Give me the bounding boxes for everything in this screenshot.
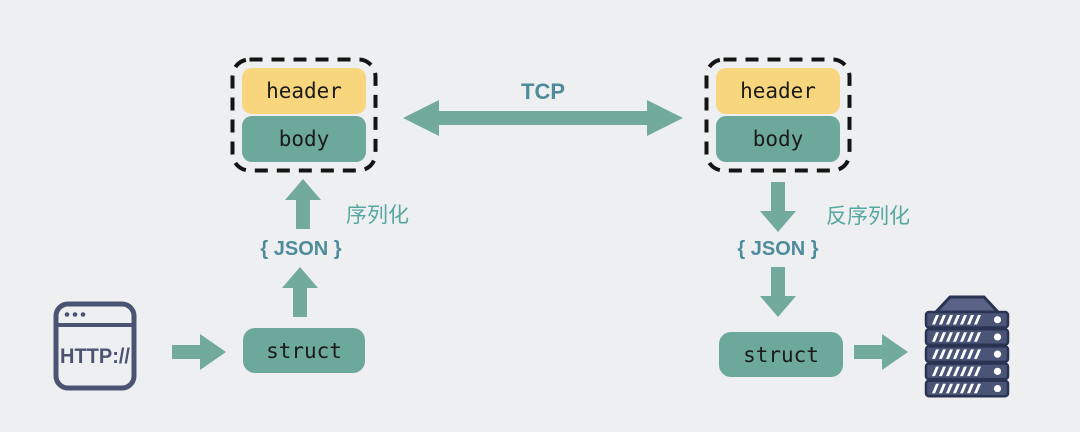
dashed-border	[704, 57, 852, 173]
tcp-double-arrow-icon	[403, 100, 683, 136]
left-packet-box: header body	[230, 57, 378, 173]
right-arrow-icon	[854, 334, 908, 370]
right-packet-box: header body	[704, 57, 852, 173]
packet-body-block: body	[716, 116, 840, 162]
packet-header-block: header	[242, 68, 366, 114]
packet-header-label: header	[266, 79, 342, 103]
server-rack-icon	[924, 295, 1010, 398]
packet-header-block: header	[716, 68, 840, 114]
packet-body-label: body	[752, 127, 804, 151]
packet-body-block: body	[242, 116, 366, 162]
up-arrow-icon	[282, 267, 318, 317]
down-arrow-icon	[760, 267, 796, 317]
tcp-label: TCP	[521, 79, 565, 104]
up-arrow-icon	[285, 179, 321, 229]
struct-label: struct	[743, 342, 819, 367]
http-label: HTTP://	[60, 345, 130, 368]
json-label-right: { JSON }	[737, 238, 819, 260]
struct-box-right: struct	[719, 332, 843, 377]
http-browser-icon: HTTP://	[53, 301, 137, 391]
json-label-left: { JSON }	[260, 238, 342, 260]
packet-body-label: body	[278, 127, 330, 151]
packet-header-label: header	[740, 79, 816, 103]
serialize-label: 序列化	[346, 204, 409, 227]
struct-label: struct	[266, 338, 342, 363]
down-arrow-icon	[760, 182, 796, 232]
deserialize-label: 反序列化	[826, 205, 910, 228]
struct-box-left: struct	[243, 328, 365, 373]
right-arrow-icon	[172, 334, 226, 370]
dashed-border	[230, 57, 378, 173]
